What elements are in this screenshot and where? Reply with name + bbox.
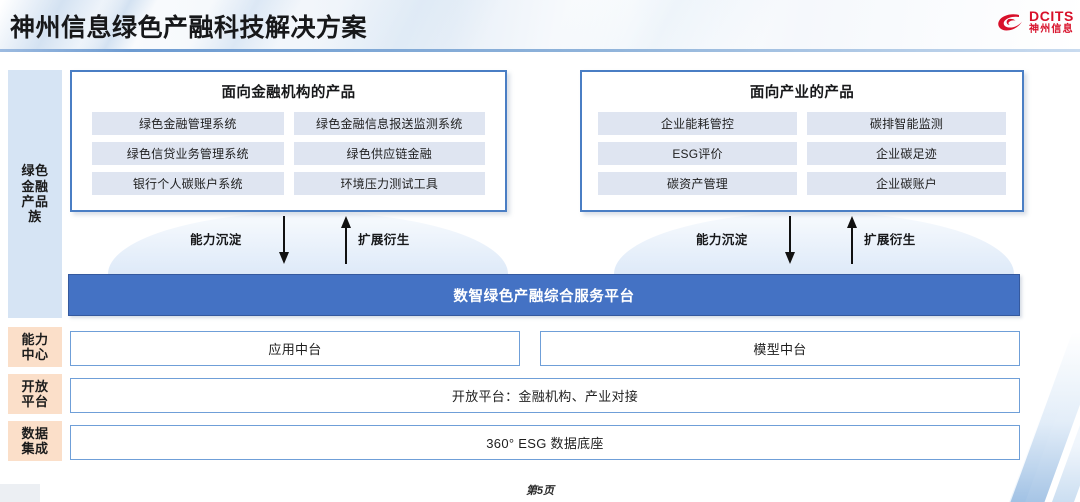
platform-bar[interactable]: 数智绿色产融综合服务平台 <box>68 274 1020 316</box>
product-chip[interactable]: 企业能耗管控 <box>598 112 797 135</box>
flow-label-capability-precipitation: 能力沉淀 <box>696 233 748 247</box>
panel-industry-products: 面向产业的产品 企业能耗管控 碳排智能监测 ESG评价 企业碳足迹 碳资产管理 … <box>580 70 1024 212</box>
header-divider <box>0 49 1080 52</box>
product-chip[interactable]: 企业碳账户 <box>807 172 1006 195</box>
logo-wordmark: DCITS 神州信息 <box>1029 9 1074 35</box>
ribbon-stripe <box>1041 362 1080 502</box>
product-chip[interactable]: 碳资产管理 <box>598 172 797 195</box>
product-chip[interactable]: 绿色供应链金融 <box>293 142 485 165</box>
platform-label: 数智绿色产融综合服务平台 <box>453 288 635 305</box>
header-streak-decoration <box>525 0 805 52</box>
capability-box-model-midend[interactable]: 模型中台 <box>540 331 1020 366</box>
product-chip[interactable]: ESG评价 <box>598 142 797 165</box>
flow-label-expansion-derivation: 扩展衍生 <box>358 233 410 247</box>
arrow-up-icon <box>847 216 857 264</box>
sidebar-label-data-integration: 数据集成 <box>21 425 49 456</box>
page-title: 神州信息绿色产融科技解决方案 <box>10 14 368 42</box>
chip-grid-industry: 企业能耗管控 碳排智能监测 ESG评价 企业碳足迹 碳资产管理 企业碳账户 <box>582 102 1022 195</box>
sidebar-item-data-integration[interactable]: 数据集成 <box>8 421 62 461</box>
flow-group-right: 能力沉淀 扩展衍生 <box>614 212 1014 274</box>
arrow-down-icon <box>785 216 795 264</box>
sidebar-item-open-platform[interactable]: 开放平台 <box>8 374 62 414</box>
flow-label-expansion-derivation: 扩展衍生 <box>864 233 916 247</box>
logo-text-en: DCITS <box>1029 8 1074 24</box>
product-chip[interactable]: 碳排智能监测 <box>807 112 1006 135</box>
open-platform-box[interactable]: 开放平台：金融机构、产业对接 <box>70 378 1020 413</box>
product-chip[interactable]: 绿色金融信息报送监测系统 <box>293 112 485 135</box>
product-chip[interactable]: 绿色金融管理系统 <box>92 112 284 135</box>
flow-group-left: 能力沉淀 扩展衍生 <box>108 212 508 274</box>
sidebar-label-green-finance-product-family: 绿色金融产品族 <box>21 163 49 225</box>
page-number: 第5页 <box>525 485 555 497</box>
dcits-logo: DCITS 神州信息 <box>997 9 1074 35</box>
sidebar-item-capability-center[interactable]: 能力中心 <box>8 327 62 367</box>
sidebar-label-open-platform: 开放平台 <box>21 378 49 409</box>
arrow-down-icon <box>279 216 289 264</box>
panel-financial-institution-products: 面向金融机构的产品 绿色金融管理系统 绿色金融信息报送监测系统 绿色信贷业务管理… <box>70 70 507 212</box>
capability-box-application-midend[interactable]: 应用中台 <box>70 331 520 366</box>
data-base-box[interactable]: 360° ESG 数据底座 <box>70 425 1020 460</box>
flow-label-capability-precipitation: 能力沉淀 <box>190 233 242 247</box>
product-chip[interactable]: 银行个人碳账户系统 <box>92 172 284 195</box>
chip-grid-financial: 绿色金融管理系统 绿色金融信息报送监测系统 绿色信贷业务管理系统 绿色供应链金融… <box>72 102 505 195</box>
logo-text-cn: 神州信息 <box>1029 24 1074 35</box>
arrow-up-icon <box>341 216 351 264</box>
product-chip[interactable]: 环境压力测试工具 <box>293 172 485 195</box>
product-chip[interactable]: 绿色信贷业务管理系统 <box>92 142 284 165</box>
panel-title-financial: 面向金融机构的产品 <box>221 85 356 101</box>
corner-swatch-decoration <box>0 484 40 502</box>
swoosh-icon <box>998 14 1022 31</box>
panel-title-industry: 面向产业的产品 <box>749 85 855 101</box>
product-chip[interactable]: 企业碳足迹 <box>807 142 1006 165</box>
sidebar-label-capability-center: 能力中心 <box>21 331 49 362</box>
sidebar-item-green-finance-product-family[interactable]: 绿色金融产品族 <box>8 70 62 318</box>
slide-header: 神州信息绿色产融科技解决方案 DCITS 神州信息 <box>0 0 1080 52</box>
